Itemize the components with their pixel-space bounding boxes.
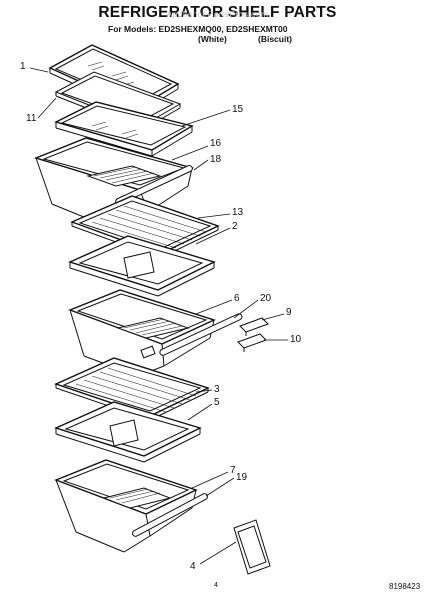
- callout-10: 10: [290, 334, 302, 345]
- part-2-cover-frame: [68, 235, 216, 297]
- leader-lines: [29, 67, 288, 565]
- watermark: AppliancePartsPros.com: [166, 9, 269, 19]
- part-15-glass-shelf: [54, 101, 194, 157]
- variant-biscuit: (Biscuit): [258, 34, 292, 44]
- callout-11: 11: [26, 113, 37, 124]
- callout-1: 1: [20, 61, 26, 72]
- callout-3: 3: [214, 384, 220, 395]
- color-variants: (White) (Biscuit): [108, 34, 292, 44]
- part-20-crisper-handle: [159, 313, 243, 356]
- callout-2: 2: [232, 221, 238, 232]
- callout-13: 13: [232, 207, 244, 218]
- callout-18: 18: [210, 154, 222, 165]
- model-list: For Models: ED2SHEXMQ00, ED2SHEXMT00 (Wh…: [108, 24, 292, 44]
- part-6-crisper-pan: [68, 289, 216, 377]
- callout-9: 9: [286, 307, 292, 318]
- page-title: REFRIGERATOR SHELF PARTS: [98, 4, 337, 21]
- callout-5: 5: [214, 397, 220, 408]
- part-10-slide-bracket: [237, 333, 267, 352]
- part-7-crisper-pan: [54, 459, 198, 553]
- callout-15: 15: [232, 104, 244, 115]
- part-9-slide-bracket: [239, 317, 269, 336]
- part-3-glass-cover: [54, 357, 210, 421]
- callout-16: 16: [210, 138, 222, 149]
- part-4-label-insert: [233, 519, 271, 575]
- variant-white: (White): [198, 34, 227, 44]
- callout-7: 7: [230, 465, 236, 476]
- page-number: 4: [214, 582, 218, 589]
- document-number: 8198423: [389, 582, 421, 591]
- models-line: For Models: ED2SHEXMQ00, ED2SHEXMT00: [108, 24, 288, 34]
- callout-6: 6: [234, 293, 240, 304]
- callout-4: 4: [190, 561, 196, 572]
- callout-19: 19: [236, 472, 248, 483]
- callout-20: 20: [260, 293, 272, 304]
- part-5-cover-frame: [54, 401, 202, 463]
